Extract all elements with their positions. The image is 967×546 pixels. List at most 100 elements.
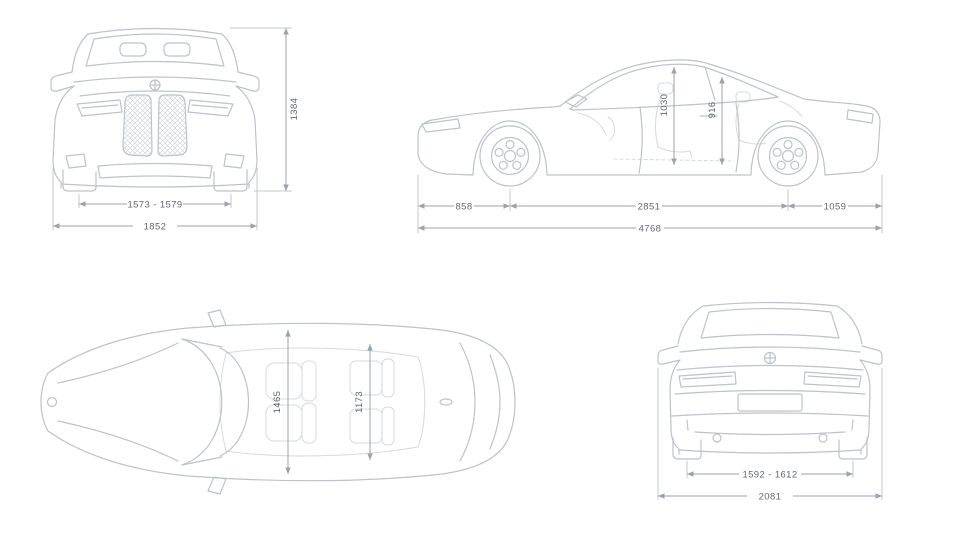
side-car-outline bbox=[417, 59, 881, 187]
c-pillar-left bbox=[677, 305, 704, 345]
rear-seat bbox=[735, 103, 767, 145]
top-dimensions: 1465 1173 bbox=[272, 330, 373, 474]
mirror-bottom bbox=[207, 476, 227, 495]
top-car-outline bbox=[40, 309, 516, 495]
rear-seat-headrest bbox=[735, 91, 751, 103]
wheelbase-label: 2851 bbox=[638, 202, 661, 213]
mirror-left bbox=[50, 71, 75, 92]
front-seat-back-left bbox=[301, 360, 317, 402]
wheel-right bbox=[213, 169, 248, 192]
rear-window bbox=[700, 307, 840, 339]
front-dimensions: 1384 1573 - 1579 1852 bbox=[52, 27, 300, 233]
windshield bbox=[85, 33, 225, 67]
side-car-interior bbox=[577, 82, 803, 162]
front-track-label: 1573 - 1579 bbox=[127, 200, 182, 211]
lower-intake bbox=[97, 162, 213, 179]
windshield-header bbox=[219, 347, 249, 457]
mirror bbox=[564, 94, 588, 108]
interior-height-rear-label: 916 bbox=[707, 101, 718, 118]
headrest-right bbox=[163, 42, 191, 57]
taillight-right bbox=[803, 371, 862, 388]
body-side-right bbox=[235, 85, 258, 189]
interior-width-rear-label: 1173 bbox=[354, 391, 365, 413]
rear-seat-cushion-right bbox=[349, 408, 383, 444]
rear-dimensions: 1592 - 1612 2081 bbox=[657, 368, 883, 503]
front-seat-back-right bbox=[301, 402, 317, 444]
roof-line bbox=[702, 301, 838, 307]
rear-deck-line bbox=[459, 342, 476, 462]
interior-width-front-label: 1465 bbox=[272, 391, 283, 414]
front-car-outline bbox=[50, 27, 260, 192]
shoulder-line bbox=[73, 76, 237, 83]
side-dimensions: 1030 916 858 2851 1059 4768 bbox=[417, 67, 883, 235]
door-cutline bbox=[638, 106, 643, 174]
hood-crease bbox=[79, 90, 231, 97]
mirror-right bbox=[235, 71, 260, 92]
silhouette bbox=[417, 59, 881, 176]
antenna bbox=[439, 398, 453, 406]
side-view-drawing: 1030 916 858 2851 1059 4768 bbox=[417, 59, 883, 235]
rear-seat-back-left bbox=[381, 358, 395, 398]
taillight bbox=[846, 109, 874, 124]
front-width-label: 1852 bbox=[144, 222, 167, 233]
front-seat-cushion-left bbox=[265, 362, 303, 400]
body-outline bbox=[40, 322, 516, 482]
overhang-rear-label: 1059 bbox=[824, 202, 847, 213]
trunk-crease bbox=[676, 364, 864, 371]
mirror-right bbox=[859, 345, 883, 365]
diffuser bbox=[694, 431, 846, 436]
extension-lines bbox=[657, 368, 883, 500]
rear-track-label: 1592 - 1612 bbox=[742, 470, 797, 481]
extension-lines bbox=[52, 27, 292, 230]
dashboard bbox=[577, 112, 607, 136]
headrest-left bbox=[119, 42, 147, 57]
front-seat-cushion-right bbox=[265, 404, 303, 442]
rear-seat-cushion-left bbox=[349, 360, 383, 396]
hood-crease-left bbox=[57, 342, 179, 384]
steering-wheel bbox=[607, 116, 616, 141]
mirror-top bbox=[207, 309, 227, 328]
brand-roundel-icon bbox=[46, 396, 58, 408]
side-intake-left bbox=[65, 153, 87, 169]
window-divider bbox=[704, 66, 716, 101]
wheel-left bbox=[62, 169, 97, 192]
body-side-left bbox=[52, 85, 75, 189]
interior-height-front-label: 1030 bbox=[659, 94, 670, 117]
body-side-right bbox=[859, 359, 871, 455]
trunk-line bbox=[489, 354, 501, 450]
length-label: 4768 bbox=[639, 224, 662, 235]
a-pillar-left bbox=[71, 33, 89, 73]
front-wheel bbox=[479, 125, 541, 187]
front-height-label: 1384 bbox=[289, 98, 300, 121]
trunk-lower-edge bbox=[674, 389, 866, 395]
mirror-left bbox=[657, 345, 681, 365]
bumper-bottom bbox=[678, 449, 862, 454]
exhaust-left bbox=[712, 433, 722, 443]
side-intake-right bbox=[223, 153, 245, 169]
windshield-base bbox=[181, 338, 223, 466]
rear-cutline bbox=[735, 102, 740, 173]
roof-line bbox=[87, 27, 223, 35]
headlight bbox=[421, 118, 461, 133]
kidney-grille-right bbox=[157, 94, 188, 157]
kidney-grille-left bbox=[122, 94, 153, 157]
rear-width-label: 2081 bbox=[759, 492, 782, 503]
c-pillar-right bbox=[836, 305, 863, 345]
a-pillar-top-right bbox=[181, 456, 223, 466]
rear-shelf bbox=[779, 100, 803, 118]
overhang-front-label: 858 bbox=[455, 202, 472, 213]
taillight-left bbox=[678, 371, 737, 388]
wheel-right bbox=[838, 437, 868, 460]
cabin-outline bbox=[219, 347, 426, 457]
hood-crease-right bbox=[57, 420, 179, 462]
front-view-drawing: 1384 1573 - 1579 1852 bbox=[50, 27, 300, 233]
wheel-left bbox=[672, 437, 702, 460]
headlight-right bbox=[187, 99, 234, 117]
brand-roundel-icon bbox=[763, 351, 777, 365]
brand-roundel-icon bbox=[149, 79, 161, 91]
bumper-line bbox=[671, 412, 869, 417]
rear-wheel bbox=[757, 125, 819, 187]
license-plate bbox=[737, 393, 803, 412]
body-side-left bbox=[669, 359, 681, 455]
